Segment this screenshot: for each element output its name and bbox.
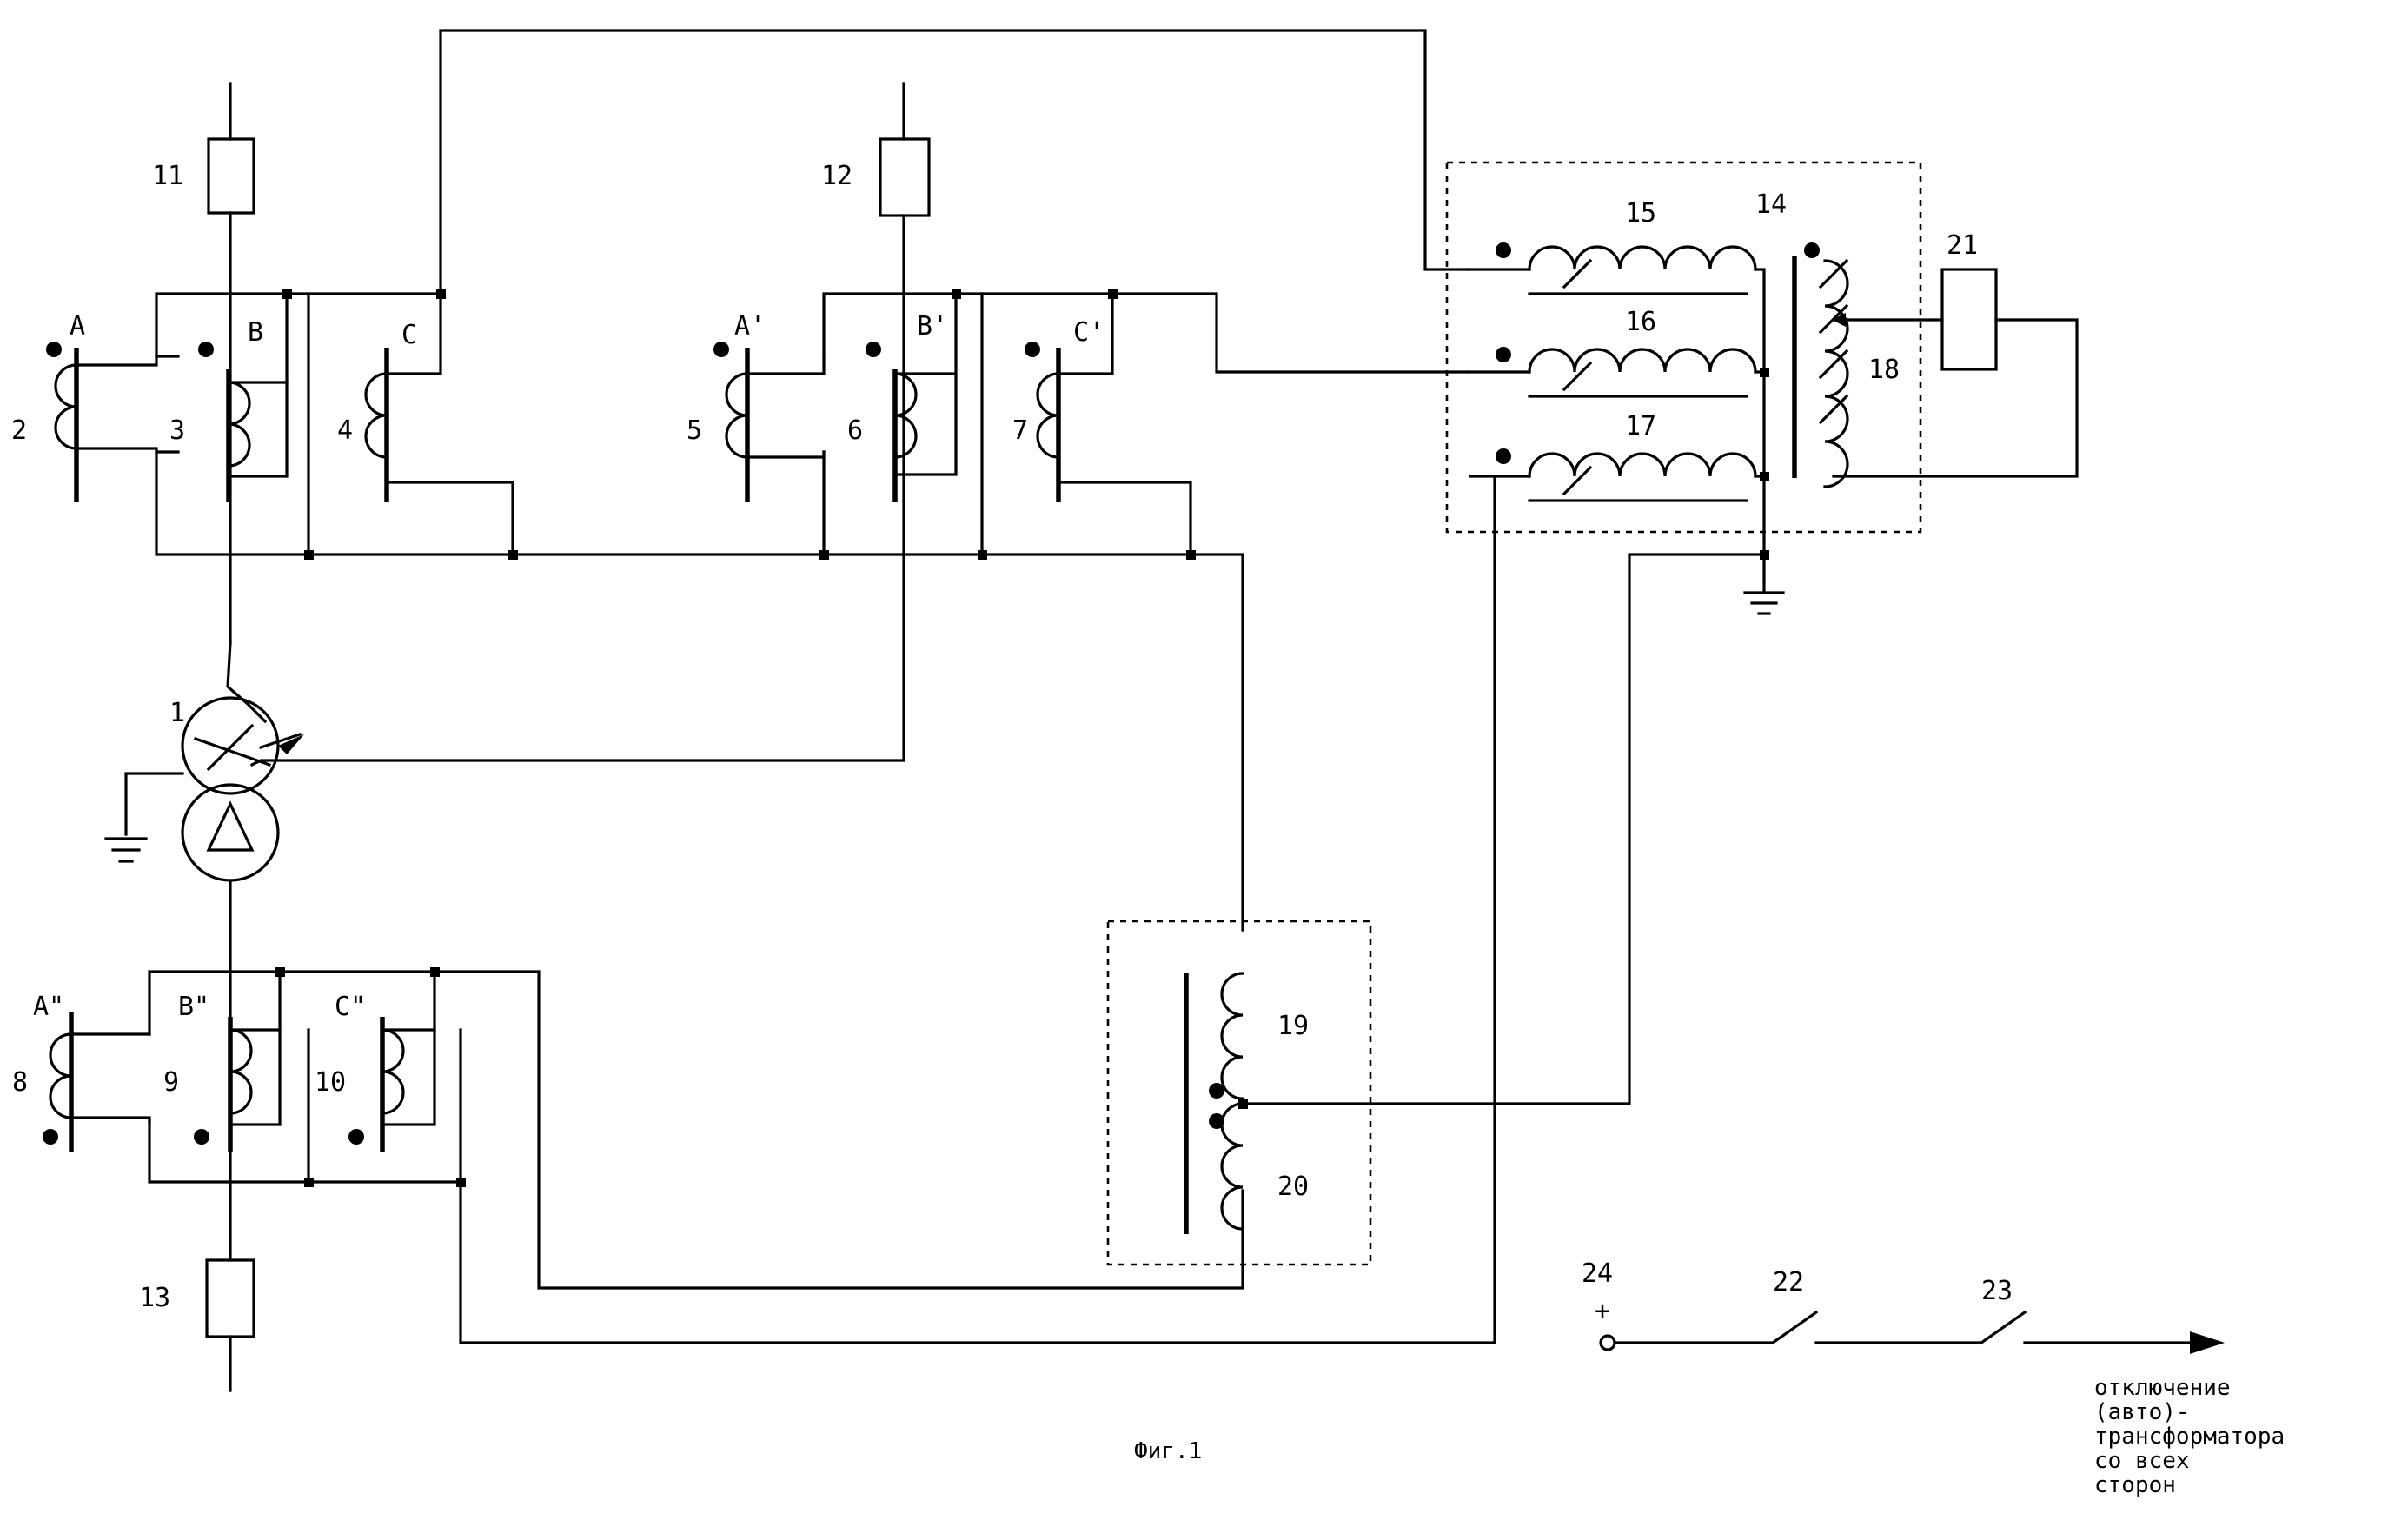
relay-21 (1942, 269, 1996, 369)
svg-text:12: 12 (821, 161, 852, 191)
ct-group-lv (43, 476, 1495, 1391)
svg-text:со всех: со всех (2094, 1448, 2190, 1474)
breaker-13 (207, 1260, 254, 1337)
svg-text:10: 10 (315, 1067, 346, 1098)
svg-text:отключение: отключение (2094, 1375, 2231, 1401)
svg-text:19: 19 (1277, 1011, 1309, 1041)
svg-text:8: 8 (12, 1067, 28, 1098)
svg-text:(авто)-: (авто)- (2094, 1399, 2190, 1425)
svg-text:Фиг.1: Фиг.1 (1134, 1438, 1202, 1464)
svg-text:сторон: сторон (2094, 1472, 2176, 1498)
svg-text:18: 18 (1868, 355, 1900, 385)
svg-text:1: 1 (169, 698, 185, 728)
svg-text:B": B" (178, 992, 209, 1022)
svg-text:трансформатора: трансформатора (2094, 1424, 2285, 1450)
svg-text:15: 15 (1625, 198, 1656, 229)
labels: 2 3 4 5 6 7 8 9 10 11 12 13 14 15 16 17 … (11, 161, 2285, 1498)
svg-text:17: 17 (1625, 411, 1656, 442)
breaker-11 (209, 139, 254, 213)
svg-text:C': C' (1073, 317, 1104, 348)
svg-text:16: 16 (1625, 307, 1656, 337)
svg-text:+: + (1595, 1296, 1610, 1326)
transformer-19-20 (1108, 554, 1764, 1265)
relay-block-14 (1447, 163, 2077, 614)
svg-text:A: A (70, 311, 85, 342)
svg-text:11: 11 (152, 161, 183, 191)
svg-text:23: 23 (1981, 1276, 2013, 1306)
svg-text:5: 5 (687, 415, 702, 446)
svg-text:13: 13 (139, 1283, 170, 1313)
svg-text:9: 9 (163, 1067, 179, 1098)
svg-text:A': A' (734, 311, 766, 342)
polarity-dot (46, 342, 62, 357)
svg-text:6: 6 (847, 415, 863, 446)
svg-text:14: 14 (1755, 189, 1787, 220)
svg-text:3: 3 (169, 415, 185, 446)
svg-text:C": C" (335, 992, 366, 1022)
svg-text:A": A" (33, 992, 64, 1022)
svg-text:B': B' (917, 311, 948, 342)
svg-text:C: C (401, 320, 417, 350)
svg-text:20: 20 (1277, 1172, 1309, 1202)
svg-text:7: 7 (1012, 415, 1028, 446)
autotransformer-1 (106, 698, 304, 1260)
output-arrow (2190, 1331, 2225, 1354)
svg-text:4: 4 (337, 415, 353, 446)
svg-text:B: B (248, 317, 263, 348)
trip-circuit (1601, 1312, 2225, 1354)
svg-text:2: 2 (11, 415, 27, 446)
svg-text:22: 22 (1773, 1267, 1804, 1298)
breaker-12 (880, 139, 929, 216)
svg-text:21: 21 (1947, 230, 1978, 261)
svg-text:24: 24 (1582, 1258, 1613, 1289)
